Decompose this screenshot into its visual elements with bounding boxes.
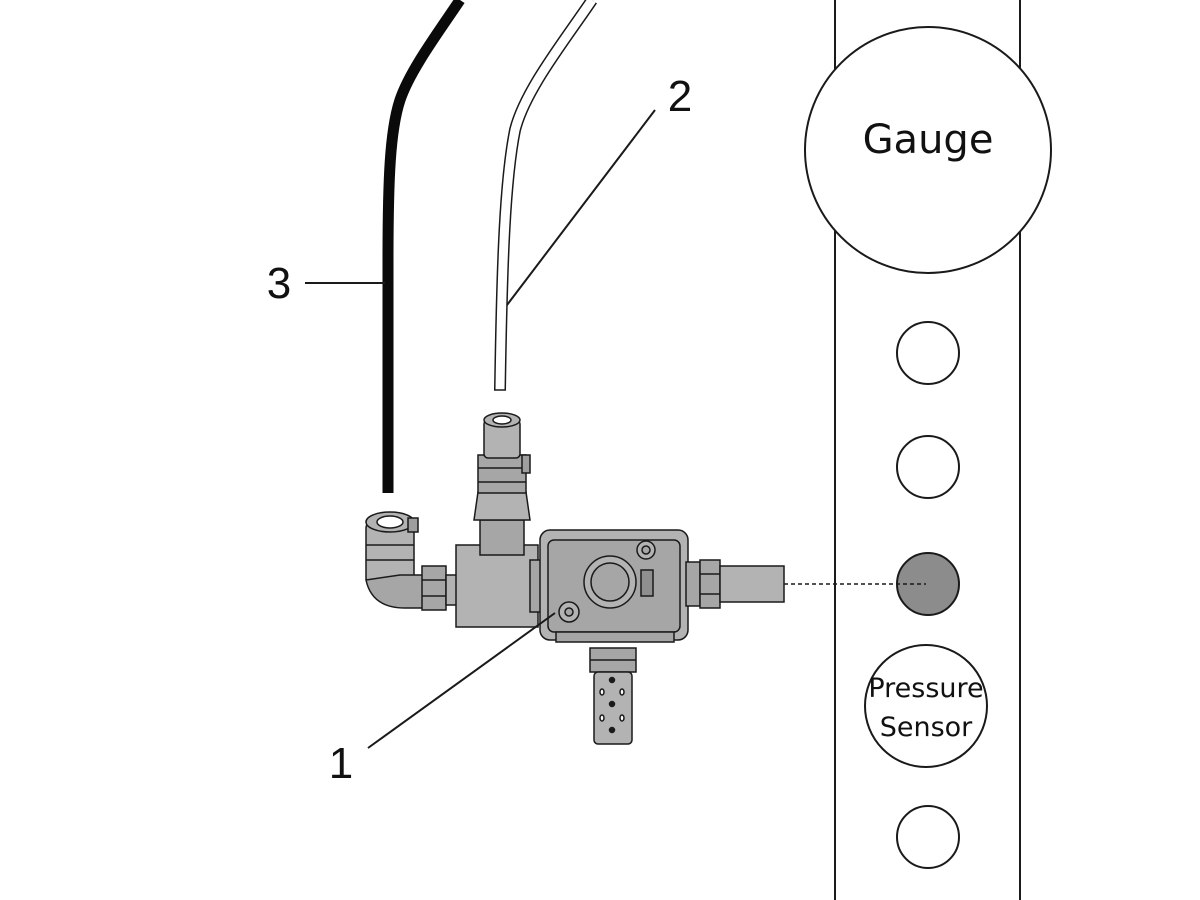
pressure-sensor-circle: Pressure Sensor <box>864 644 988 768</box>
clear-tube <box>494 0 597 391</box>
valve-body <box>539 529 689 643</box>
callout-number-3: 3 <box>267 259 291 308</box>
panel-port-empty-3 <box>896 805 960 869</box>
vertical-fitting <box>473 412 531 556</box>
tee-block <box>455 544 545 628</box>
pressure-sensor-label-line2: Sensor <box>880 712 973 743</box>
panel-port-empty-1 <box>896 321 960 385</box>
black-hose <box>382 0 465 493</box>
callout-leader-1 <box>367 612 556 749</box>
elbow-fitting <box>365 511 426 609</box>
fitting-assembly <box>365 412 785 745</box>
hex-nut-left <box>421 565 447 611</box>
outlet-fitting <box>685 559 785 609</box>
callout-number-1: 1 <box>329 739 353 788</box>
panel-port-empty-2 <box>896 435 960 499</box>
gauge-circle: Gauge <box>804 26 1052 274</box>
callout-number-2: 2 <box>668 72 692 121</box>
exhaust-muffler <box>589 647 637 745</box>
pressure-sensor-label-line1: Pressure <box>868 673 983 704</box>
control-panel: Gauge Pressure Sensor <box>804 0 1052 900</box>
callout-leader-2 <box>506 109 656 306</box>
gauge-label: Gauge <box>863 117 994 163</box>
